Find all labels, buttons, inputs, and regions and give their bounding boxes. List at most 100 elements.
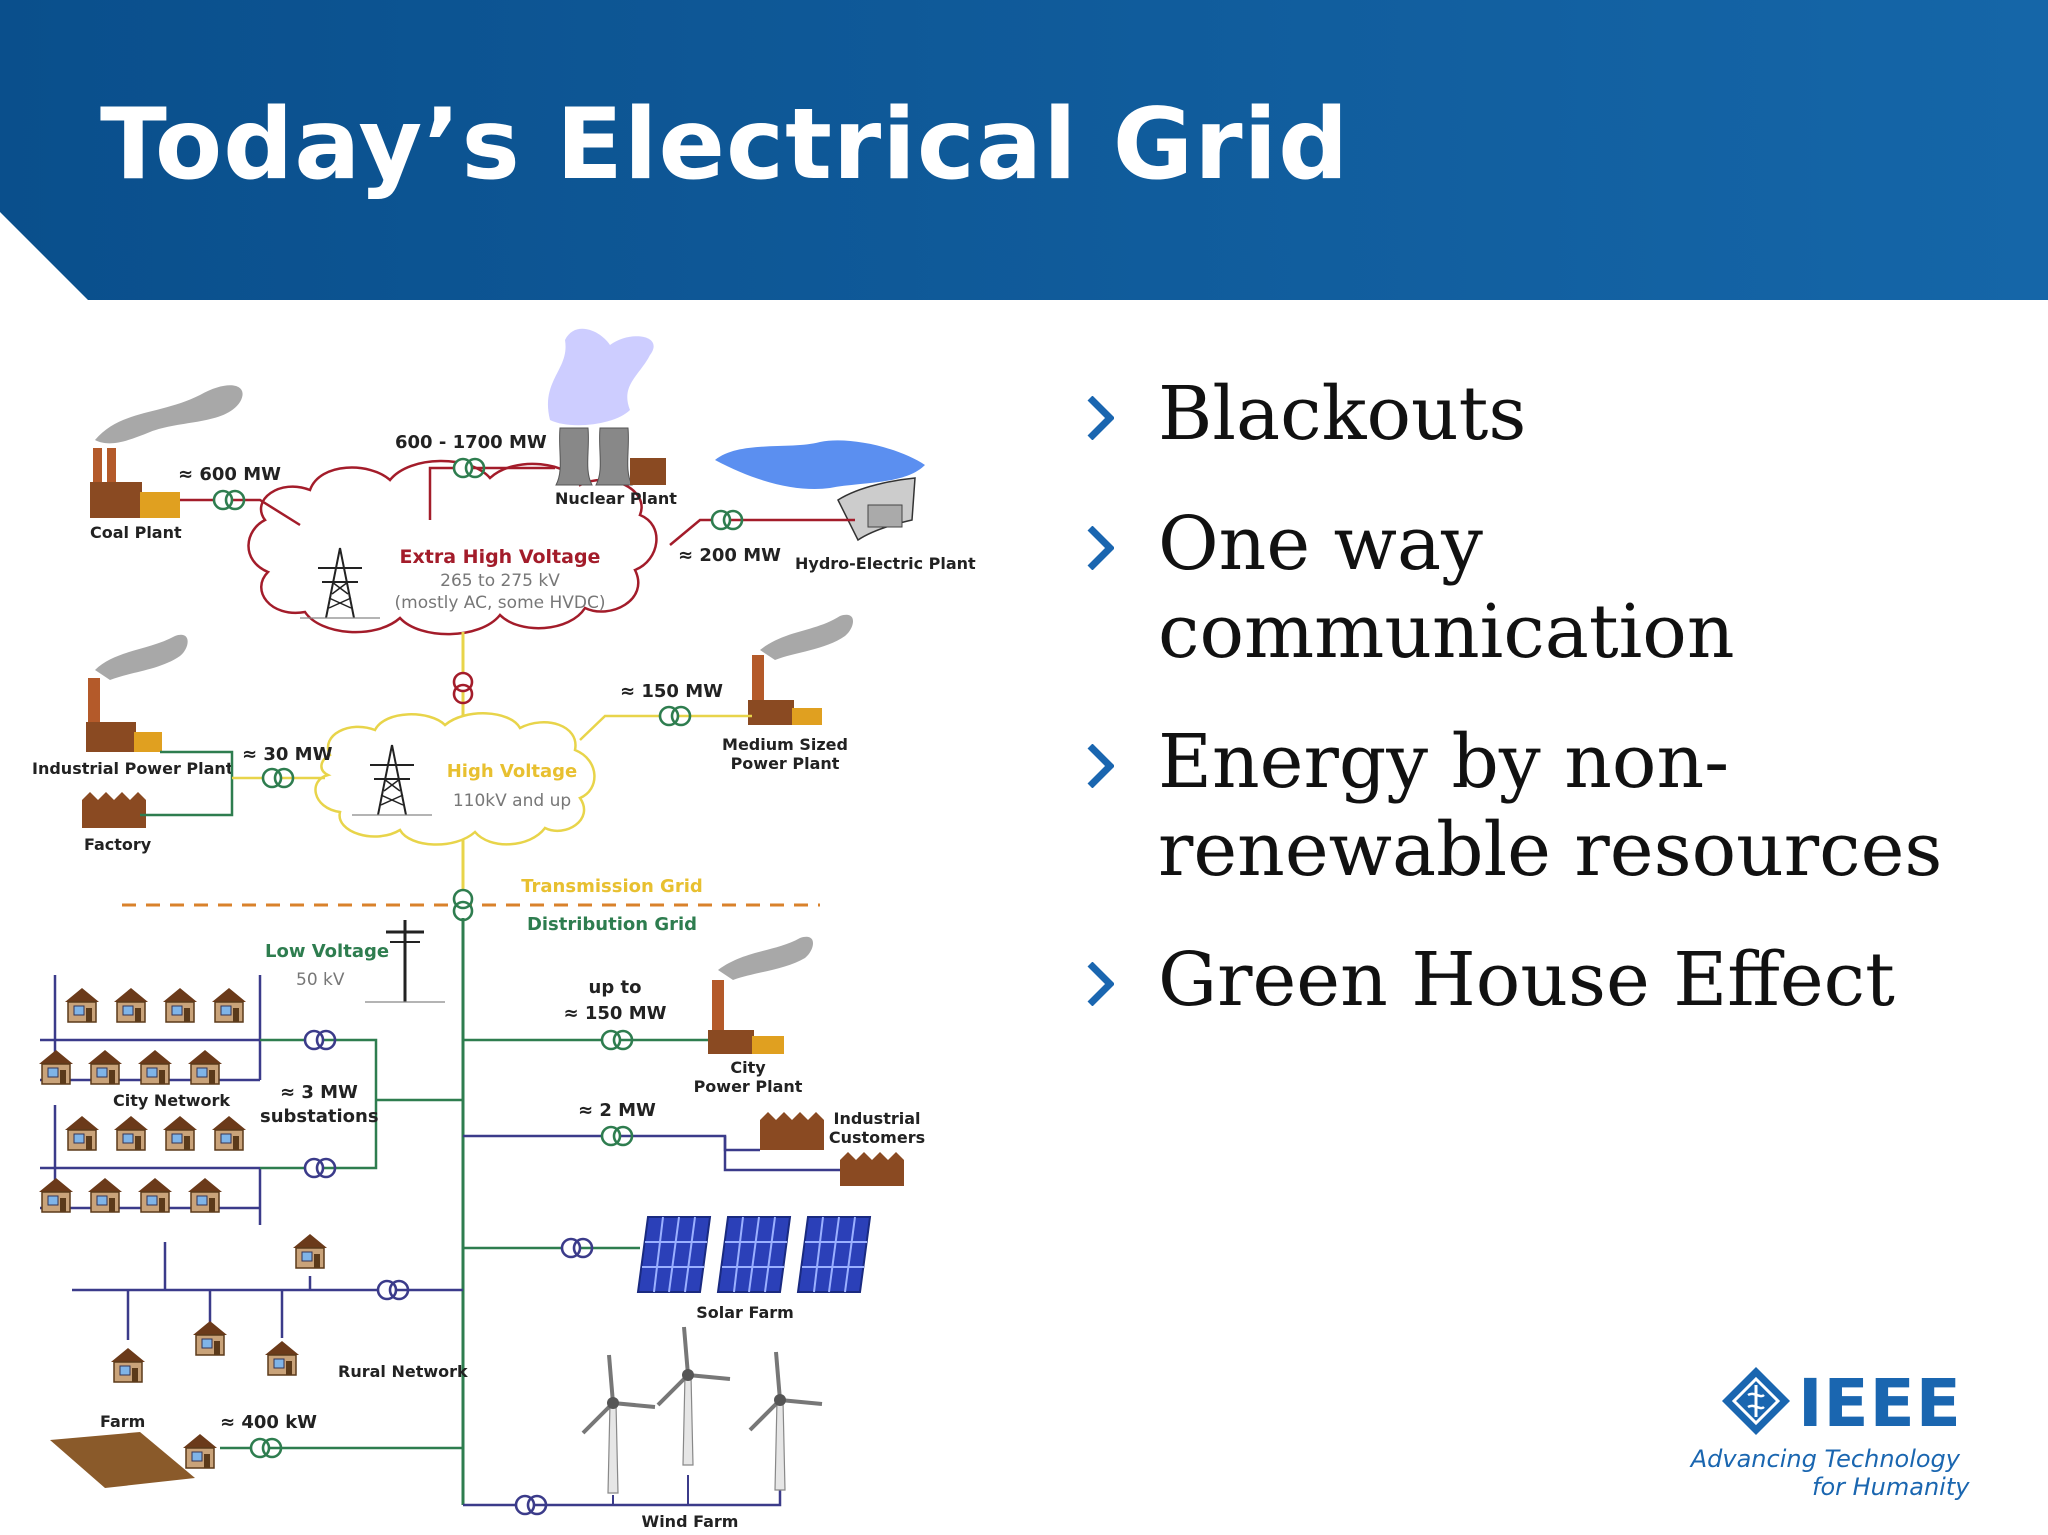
nuclear-plant-label: Nuclear Plant [555,489,677,508]
city-plant-label-2: Power Plant [694,1077,803,1096]
house-icon [64,1115,100,1151]
industrial-power-plant-power: ≈ 30 MW [242,744,333,765]
ieee-diamond-icon [1722,1367,1790,1435]
transformer-icon [452,888,474,922]
chevron-right-icon [1087,744,1114,788]
house-icon [38,1049,74,1085]
ehv-title: Extra High Voltage [400,546,601,568]
wind-turbine-icon [656,1325,732,1467]
nuclear-plant-icon [547,328,666,486]
house-icon [264,1340,300,1376]
industrial-power-plant-label: Industrial Power Plant [32,759,234,778]
solar-farm-label: Solar Farm [696,1303,794,1322]
wind-turbine-icon [748,1350,824,1492]
city-power-plant-icon [708,936,814,1054]
house-icon [211,987,247,1023]
bullet-item: Energy by non- renewable resources [1080,718,1980,894]
ieee-logo: IEEE Advancing Technology for Humanity [1691,1365,1970,1505]
house-icon [38,1177,74,1213]
farm-power: ≈ 400 kW [220,1412,317,1433]
industrial-customers-label-2: Customers [829,1128,925,1147]
house-icon [182,1433,218,1469]
farm-field-icon [50,1432,195,1488]
title-banner [0,0,2048,300]
hv-kv: 110kV and up [453,791,571,811]
rural-network-label: Rural Network [338,1362,468,1381]
bullet-item: Green House Effect [1080,936,1980,1024]
house-icon [87,1049,123,1085]
house-icon [137,1177,173,1213]
city-plant-label-1: City [730,1058,766,1077]
industrial-power-plant-icon [86,634,188,752]
city-network-substations: substations [260,1106,379,1127]
chevron-right-icon [1087,396,1114,440]
wind-turbine-icon [581,1353,657,1495]
rural-network [72,1242,463,1340]
house-icon [162,1115,198,1151]
wind-farm-label: Wind Farm [642,1512,739,1531]
factory-label: Factory [84,835,152,854]
solar-panel-icon [797,1216,871,1293]
house-icon [87,1177,123,1213]
house-icon [292,1233,328,1269]
bullet-list: Blackouts One way communication Energy b… [1080,370,1980,1066]
house-icon [110,1347,146,1383]
coal-plant-label: Coal Plant [90,523,182,542]
city-network-power: ≈ 3 MW [280,1082,358,1103]
hv-cloud [314,712,596,846]
lv-title: Low Voltage [265,941,389,962]
medium-plant-label-2: Power Plant [731,754,840,773]
ieee-wordmark: IEEE [1798,1365,1962,1442]
bullet-text: One way [1158,501,1483,587]
transmission-grid-label: Transmission Grid [521,876,703,897]
bullet-item: One way communication [1080,500,1980,676]
city-plant-power-2: ≈ 150 MW [564,1003,667,1024]
utility-pole-icon [365,920,445,1003]
ehv-type: (mostly AC, some HVDC) [395,593,606,613]
bullet-text-continued: communication [1158,589,1735,675]
bullet-text: Green House Effect [1158,937,1895,1023]
house-icon [137,1049,173,1085]
city-plant-power-1: up to [589,977,642,998]
bullet-item: Blackouts [1080,370,1980,458]
ehv-cloud [247,459,658,636]
medium-plant-label-1: Medium Sized [722,735,848,754]
hydro-plant-power: ≈ 200 MW [678,545,781,566]
bullet-text: Blackouts [1158,371,1527,457]
industrial-customer-icon [760,1112,904,1186]
ieee-tagline-2: for Humanity [1812,1473,1970,1501]
house-icon [64,987,100,1023]
coal-plant-power: ≈ 600 MW [178,464,281,485]
bullet-text-continued: renewable resources [1158,807,1943,893]
city-network-label: City Network [113,1091,230,1110]
lv-kv: 50 kV [296,970,345,990]
ehv-kv: 265 to 275 kV [440,571,560,591]
farm-label: Farm [100,1412,145,1431]
house-icon [113,1115,149,1151]
slide-title: Today’s Electrical Grid [100,88,1350,202]
house-icon [187,1049,223,1085]
hydro-plant-icon [715,440,925,542]
coal-plant-icon [90,385,243,518]
house-icon [187,1177,223,1213]
hydro-plant-label: Hydro-Electric Plant [795,554,976,573]
medium-plant-icon [748,614,854,725]
ieee-tagline-1: Advancing Technology [1690,1445,1960,1473]
house-icon [211,1115,247,1151]
chevron-right-icon [1087,962,1114,1006]
house-icon [113,987,149,1023]
house-icon [162,987,198,1023]
chevron-right-icon [1087,526,1114,570]
solar-panel-icon [637,1216,711,1293]
medium-plant-power: ≈ 150 MW [620,681,723,702]
house-icon [192,1320,228,1356]
grid-diagram: Extra High Voltage 265 to 275 kV (mostly… [32,328,976,1531]
nuclear-plant-power: 600 - 1700 MW [395,432,547,453]
industrial-customers-power: ≈ 2 MW [578,1100,656,1121]
industrial-customers-label-1: Industrial [833,1109,920,1128]
distribution-grid-label: Distribution Grid [527,914,697,935]
hv-title: High Voltage [447,761,578,782]
solar-panel-icon [717,1216,791,1293]
bullet-text: Energy by non- [1158,719,1730,805]
factory-icon [82,792,146,828]
